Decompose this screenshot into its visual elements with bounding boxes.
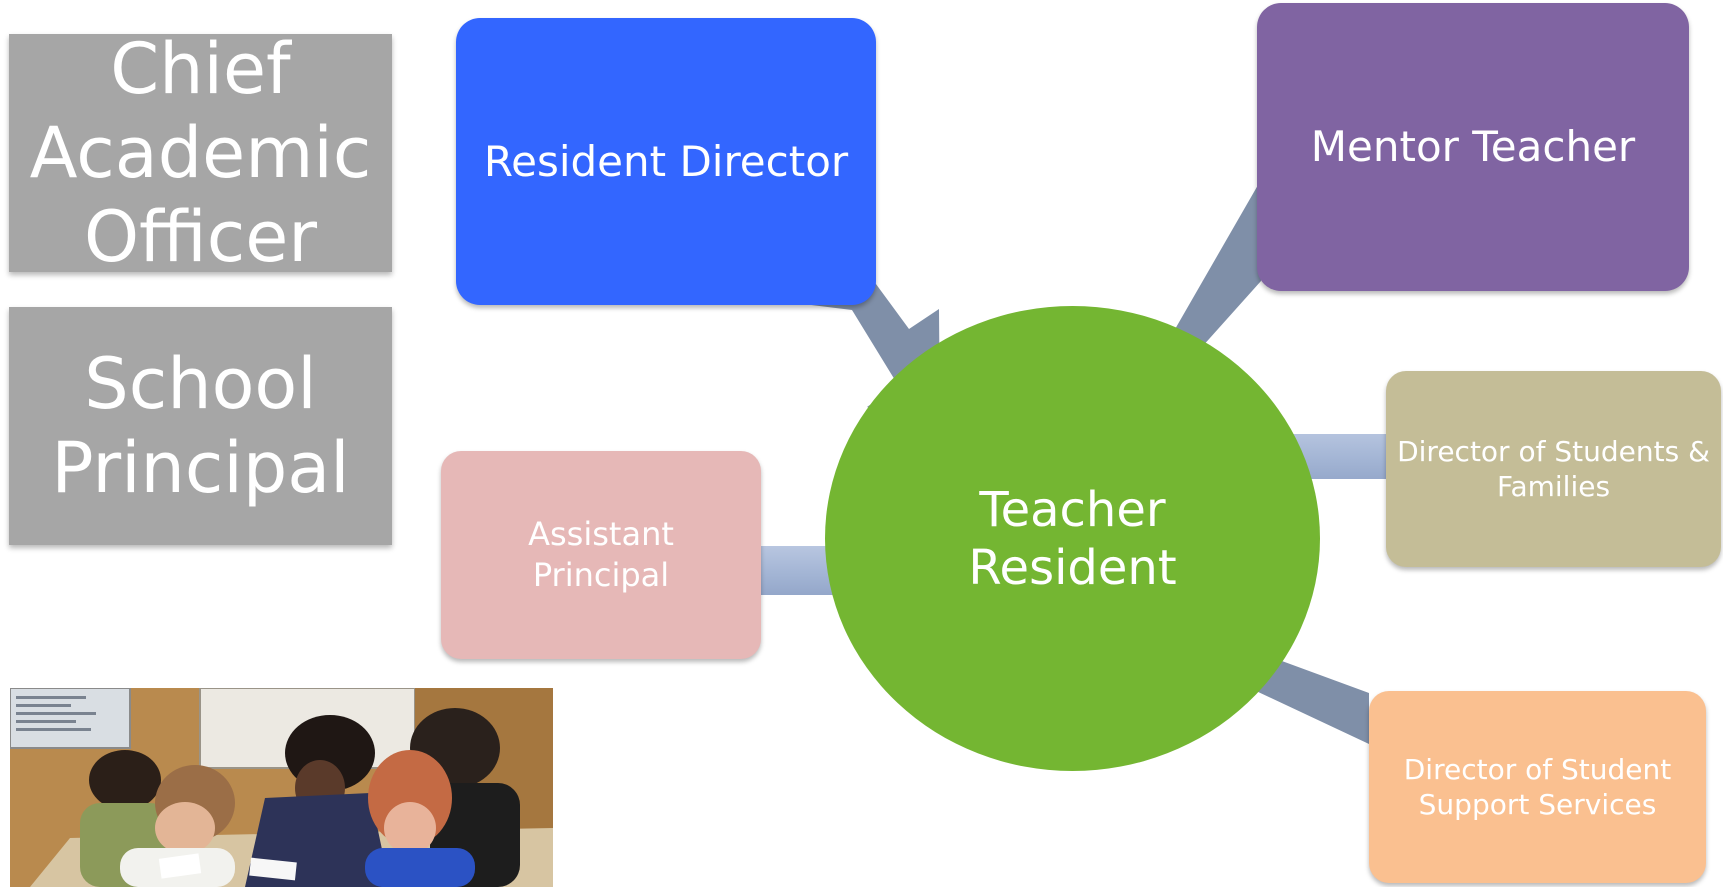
resident-director-box: Resident Director: [456, 18, 876, 305]
school-principal-box: School Principal: [9, 307, 392, 545]
assistant-principal-box: Assistant Principal: [441, 451, 761, 659]
assistant-principal-label: Assistant Principal: [528, 515, 674, 594]
mentor-teacher-box: Mentor Teacher: [1257, 3, 1689, 291]
director-student-support-label: Director of Student Support Services: [1403, 753, 1672, 821]
director-student-support-box: Director of Student Support Services: [1369, 691, 1706, 883]
director-students-families-label: Director of Students & Families: [1397, 435, 1710, 503]
chief-academic-officer-box: Chief Academic Officer: [9, 28, 392, 278]
classroom-photo: [10, 688, 553, 887]
director-students-families-box: Director of Students & Families: [1386, 371, 1721, 567]
chief-academic-officer-label: Chief Academic Officer: [29, 28, 372, 278]
teacher-resident-circle: Teacher Resident: [825, 306, 1320, 771]
school-principal-label: School Principal: [51, 343, 350, 509]
resident-director-label: Resident Director: [483, 136, 849, 186]
classroom-photo-illustration: [10, 688, 553, 887]
mentor-teacher-label: Mentor Teacher: [1310, 122, 1636, 171]
teacher-resident-label: Teacher Resident: [968, 481, 1177, 596]
